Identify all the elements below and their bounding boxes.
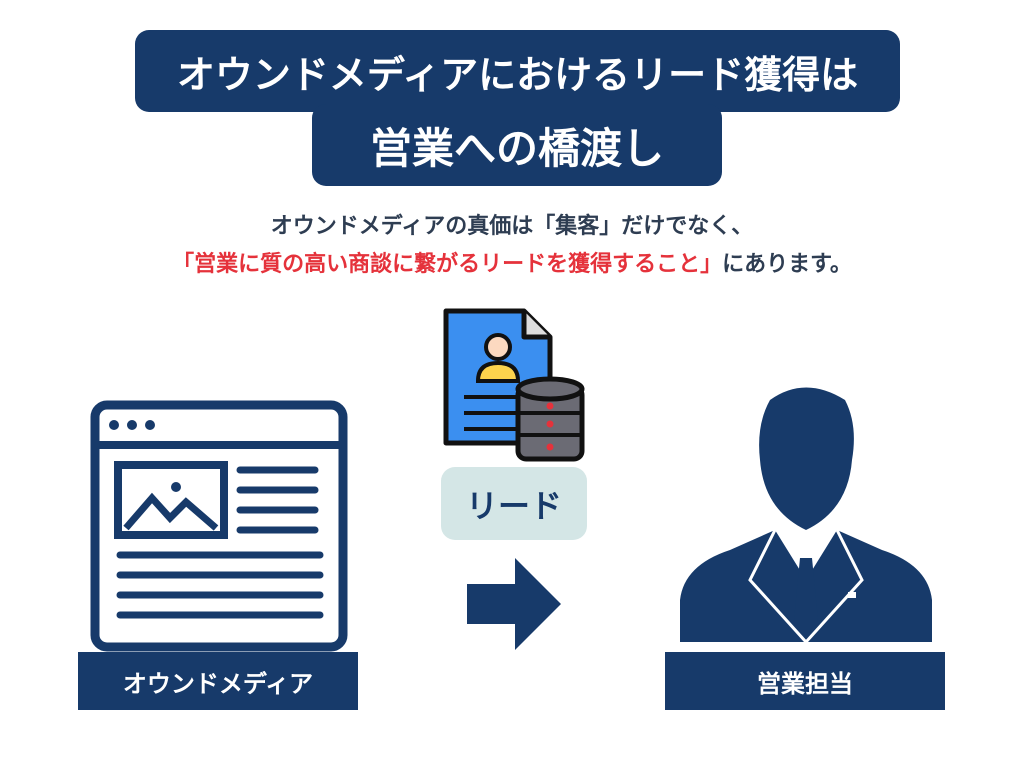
- subtitle-line-2: 「営業に質の高い商談に繋がるリードを獲得すること」にあります。: [0, 246, 1024, 278]
- sales-rep-label: 営業担当: [665, 652, 945, 710]
- browser-article-icon: [90, 400, 348, 652]
- subtitle-highlight: 「営業に質の高い商談に繋がるリードを獲得すること」: [172, 252, 723, 277]
- subtitle-line-1: オウンドメディアの真価は「集客」だけでなく、: [270, 214, 754, 239]
- subtitle-rest: にあります。: [722, 252, 852, 277]
- lead-badge: リード: [441, 467, 587, 540]
- title-line-2: 営業への橋渡し: [312, 104, 722, 186]
- salesperson-silhouette-icon: [680, 387, 932, 642]
- lead-document-database-icon: [443, 308, 585, 462]
- owned-media-label: オウンドメディア: [78, 652, 358, 710]
- title-line-1: オウンドメディアにおけるリード獲得は: [135, 30, 900, 112]
- right-arrow-icon: [467, 558, 561, 650]
